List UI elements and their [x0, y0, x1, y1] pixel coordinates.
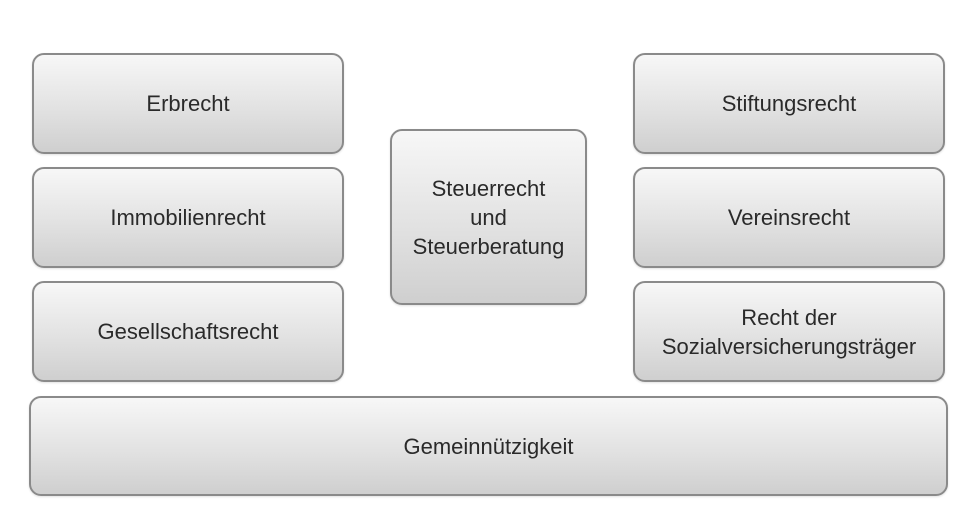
box-stiftungsrecht-line-1: Stiftungsrecht: [721, 91, 857, 116]
box-immobilienrecht-label: Immobilienrecht: [110, 203, 265, 232]
box-erbrecht-line-1: Erbrecht: [146, 91, 230, 116]
box-stiftungsrecht: Stiftungsrecht: [633, 53, 945, 154]
box-vereinsrecht-line-1: Vereinsrecht: [727, 205, 851, 230]
box-steuerrecht: Steuerrecht und Steuerberatung: [390, 129, 587, 305]
box-gesellschaftsrecht-line-1: Gesellschaftsrecht: [97, 319, 279, 344]
box-gesellschaftsrecht-label: Gesellschaftsrecht: [98, 317, 279, 346]
box-steuerrecht-line-1: Steuerrecht: [431, 175, 546, 201]
box-sozialversicherung: Recht der Sozialversicherungsträger: [633, 281, 945, 382]
box-sozialversicherung-line-1: Recht der: [741, 304, 837, 330]
box-gemeinnuetzigkeit: Gemeinnützigkeit: [29, 396, 948, 496]
box-erbrecht-label: Erbrecht: [146, 89, 229, 118]
box-immobilienrecht-line-1: Immobilienrecht: [110, 205, 266, 230]
box-gesellschaftsrecht: Gesellschaftsrecht: [32, 281, 344, 382]
box-steuerrecht-line-2: und: [470, 204, 507, 230]
box-stiftungsrecht-label: Stiftungsrecht: [722, 89, 857, 118]
box-steuerrecht-line-3: Steuerberatung: [412, 233, 565, 259]
box-gemeinnuetzigkeit-label: Gemeinnützigkeit: [404, 432, 574, 461]
box-sozialversicherung-line-2: Sozialversicherungsträger: [661, 333, 917, 359]
box-sozialversicherung-label: Recht der Sozialversicherungsträger: [662, 303, 916, 361]
box-immobilienrecht: Immobilienrecht: [32, 167, 344, 268]
box-vereinsrecht-label: Vereinsrecht: [728, 203, 850, 232]
box-vereinsrecht: Vereinsrecht: [633, 167, 945, 268]
box-erbrecht: Erbrecht: [32, 53, 344, 154]
box-steuerrecht-label: Steuerrecht und Steuerberatung: [413, 174, 565, 261]
box-gemeinnuetzigkeit-line-1: Gemeinnützigkeit: [403, 433, 574, 459]
